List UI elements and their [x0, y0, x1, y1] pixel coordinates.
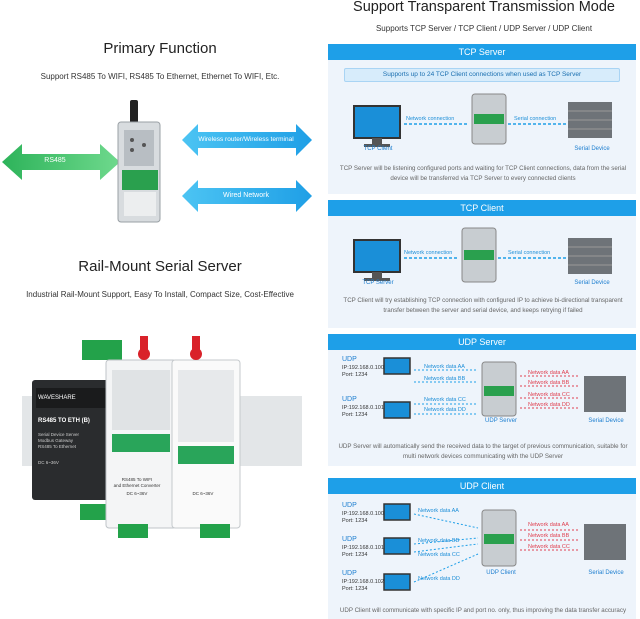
udp-server-pc1-name: UDP — [342, 356, 357, 363]
udp-server-header: UDP Server — [328, 334, 636, 350]
udp-client-pc1-port: Port: 1234 — [342, 518, 368, 524]
udp-client-red-aa: Network data AA — [528, 522, 569, 528]
rs485-arrow — [2, 144, 120, 180]
transmission-mode-title: Support Transparent Transmission Mode — [353, 0, 615, 15]
device2-desc-label: RS485 To WIFI and Ethernet Converter — [113, 477, 161, 488]
tcp-client-left-label: TCP Server — [362, 280, 394, 286]
tcp-server-serial-label: Serial connection — [514, 116, 557, 122]
udp-client-red-bb: Network data BB — [528, 533, 570, 539]
udp-client-pc2-name: UDP — [342, 536, 357, 543]
monitor-icon — [353, 105, 401, 139]
serial-device-icon — [584, 524, 626, 560]
udp-server-pc2-name: UDP — [342, 396, 357, 403]
udp-client-header: UDP Client — [328, 478, 636, 494]
primary-function-diagram — [2, 100, 312, 223]
tcp-client-header: TCP Client — [328, 200, 636, 216]
udp-client-net-cc: Network data CC — [418, 552, 460, 558]
udp-server-panel: UDP Server UDP IP:192.168.0.100 Port: 12… — [328, 334, 636, 466]
udp-client-red-cc: Network data CC — [528, 544, 570, 550]
tcp-server-header: TCP Server — [328, 44, 636, 60]
tcp-client-diagram — [353, 227, 612, 283]
wired-arrow — [182, 180, 312, 212]
device3-power-label: DC 6~36V — [192, 491, 214, 496]
tcp-server-right-label: Serial Device — [574, 146, 610, 152]
udp-server-net-bb: Network data BB — [424, 376, 466, 382]
udp-client-pc2-ip: IP:192.168.0.101 — [342, 545, 384, 551]
udp-server-diagram — [383, 357, 626, 419]
rail-mount-title: Rail-Mount Serial Server — [78, 258, 242, 275]
tcp-server-note: Supports up to 24 TCP Client connections… — [344, 68, 620, 82]
udp-client-net-dd: Network data DD — [418, 576, 460, 582]
udp-server-net-dd: Network data DD — [424, 407, 466, 413]
udp-client-pc1-name: UDP — [342, 502, 357, 509]
device-model-label: RS485 TO ETH (B) — [38, 418, 90, 424]
udp-client-pc3-name: UDP — [342, 570, 357, 577]
tcp-client-panel: TCP Client Network connection Serial con… — [328, 200, 636, 328]
tcp-client-right-label: Serial Device — [574, 280, 610, 286]
udp-client-desc: UDP Client will communicate with specifi… — [339, 607, 627, 614]
device-power-label: DC 6~36V — [38, 460, 59, 465]
primary-function-subtitle: Support RS485 To WIFI, RS485 To Ethernet… — [40, 72, 280, 81]
udp-server-red-bb: Network data BB — [528, 380, 570, 386]
device2-power-label: DC 6~36V — [126, 491, 148, 496]
udp-server-desc: UDP Server will automatically send the r… — [338, 443, 628, 460]
tcp-server-net-label: Network connection — [406, 116, 455, 122]
wireless-label: Wireless router/Wireless terminal — [198, 136, 294, 143]
udp-server-center-label: UDP Server — [485, 418, 517, 424]
udp-client-panel: UDP Client UDP IP:192.168.0.100 Port: 12… — [328, 478, 636, 619]
transmission-mode-subtitle: Supports TCP Server / TCP Client / UDP S… — [375, 24, 593, 33]
udp-client-pc1-ip: IP:192.168.0.100 — [342, 511, 384, 517]
udp-server-red-aa: Network data AA — [528, 370, 569, 376]
wireless-arrow — [182, 124, 312, 156]
rail-mount-product-image — [22, 336, 302, 538]
tcp-server-left-label: TCP Client — [363, 146, 393, 152]
udp-client-center-label: UDP Client — [486, 570, 516, 576]
udp-server-pc2-port: Port: 1234 — [342, 412, 368, 418]
right-column: Support Transparent Transmission Mode Su… — [328, 0, 640, 619]
monitor-icon — [353, 239, 401, 273]
udp-server-pc1-port: Port: 1234 — [342, 372, 368, 378]
udp-client-right-label: Serial Device — [588, 570, 624, 576]
udp-server-net-aa: Network data AA — [424, 364, 465, 370]
udp-client-pc3-port: Port: 1234 — [342, 586, 368, 592]
udp-server-red-dd: Network data DD — [528, 402, 570, 408]
udp-server-pc2-ip: IP:192.168.0.101 — [342, 405, 384, 411]
serial-device-icon — [584, 376, 626, 412]
udp-client-pc2-port: Port: 1234 — [342, 552, 368, 558]
device-desc-label: Serial Device Server Modbus Gateway RS48… — [38, 432, 80, 449]
tcp-server-panel: TCP Server Supports up to 24 TCP Client … — [328, 44, 636, 194]
udp-client-net-aa: Network data AA — [418, 508, 459, 514]
device-brand-label: WAVESHARE — [38, 395, 76, 401]
tcp-client-net-label: Network connection — [404, 250, 453, 256]
udp-server-pc1-ip: IP:192.168.0.100 — [342, 365, 384, 371]
udp-client-pc3-ip: IP:192.168.0.102 — [342, 579, 384, 585]
udp-server-net-cc: Network data CC — [424, 397, 466, 403]
primary-function-title: Primary Function — [103, 40, 217, 57]
udp-client-net-bb: Network data BB — [418, 538, 460, 544]
rs485-label: RS485 — [44, 157, 66, 164]
wired-label: Wired Network — [223, 192, 269, 199]
tcp-server-desc: TCP Server will be listening configured … — [339, 165, 627, 182]
tcp-client-desc: TCP Client will try establishing TCP con… — [343, 297, 623, 314]
udp-server-red-cc: Network data CC — [528, 392, 570, 398]
left-column: Primary Function Support RS485 To WIFI, … — [2, 40, 312, 538]
rail-mount-subtitle: Industrial Rail-Mount Support, Easy To I… — [26, 290, 294, 299]
udp-server-right-label: Serial Device — [588, 418, 624, 424]
tcp-client-serial-label: Serial connection — [508, 250, 551, 256]
tcp-server-diagram — [353, 93, 612, 147]
device-rs485-eth — [32, 380, 122, 500]
udp-client-diagram — [383, 503, 626, 591]
